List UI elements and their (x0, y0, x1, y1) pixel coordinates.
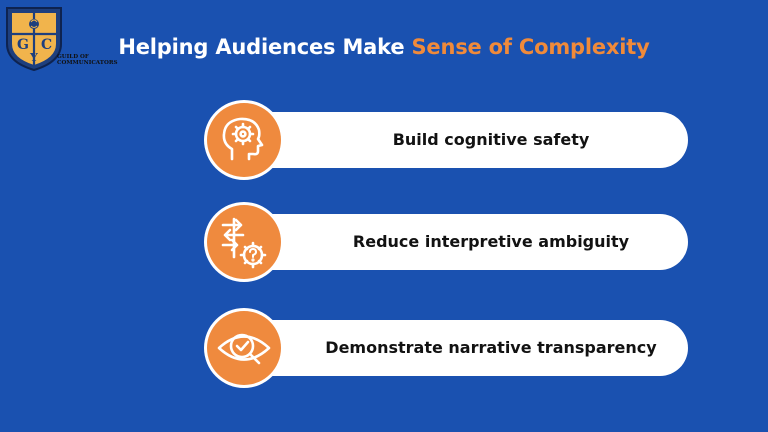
title-prefix: Helping Audiences Make (118, 35, 405, 59)
list-item-cognitive-safety: Build cognitive safety (204, 100, 688, 180)
page-title: Helping Audiences Make Sense of Complexi… (0, 35, 768, 59)
list-item-narrative-transparency: Demonstrate narrative transparency (204, 308, 688, 388)
item-label: Demonstrate narrative transparency (325, 338, 657, 357)
title-accent: Sense of Complexity (411, 35, 650, 59)
logo-name-line2: COMMUNICATORS (57, 60, 118, 67)
item-icon-badge (204, 308, 284, 388)
head-gear-icon (222, 117, 264, 161)
logo-name-line1: GUILD OF (57, 54, 89, 60)
logo-letter-c: C (41, 37, 53, 53)
eye-magnifier-check-icon (217, 333, 271, 365)
logo-text: GUILD OF COMMUNICATORS (57, 54, 118, 67)
logo-letter-g: G (17, 37, 29, 53)
arrows-gear-question-icon (221, 217, 267, 269)
list-item-interpretive-ambiguity: Reduce interpretive ambiguity (204, 202, 688, 282)
item-pill: Build cognitive safety (244, 112, 688, 168)
item-pill: Reduce interpretive ambiguity (244, 214, 688, 270)
item-icon-badge (204, 202, 284, 282)
item-icon-badge (204, 100, 284, 180)
item-pill: Demonstrate narrative transparency (244, 320, 688, 376)
item-label: Reduce interpretive ambiguity (352, 232, 630, 251)
shield-logo-icon (6, 7, 62, 72)
logo-letter-y: Y (30, 51, 38, 64)
item-label: Build cognitive safety (392, 130, 590, 149)
guild-logo: G Y C GUILD OF COMMUNICATORS (4, 4, 118, 74)
